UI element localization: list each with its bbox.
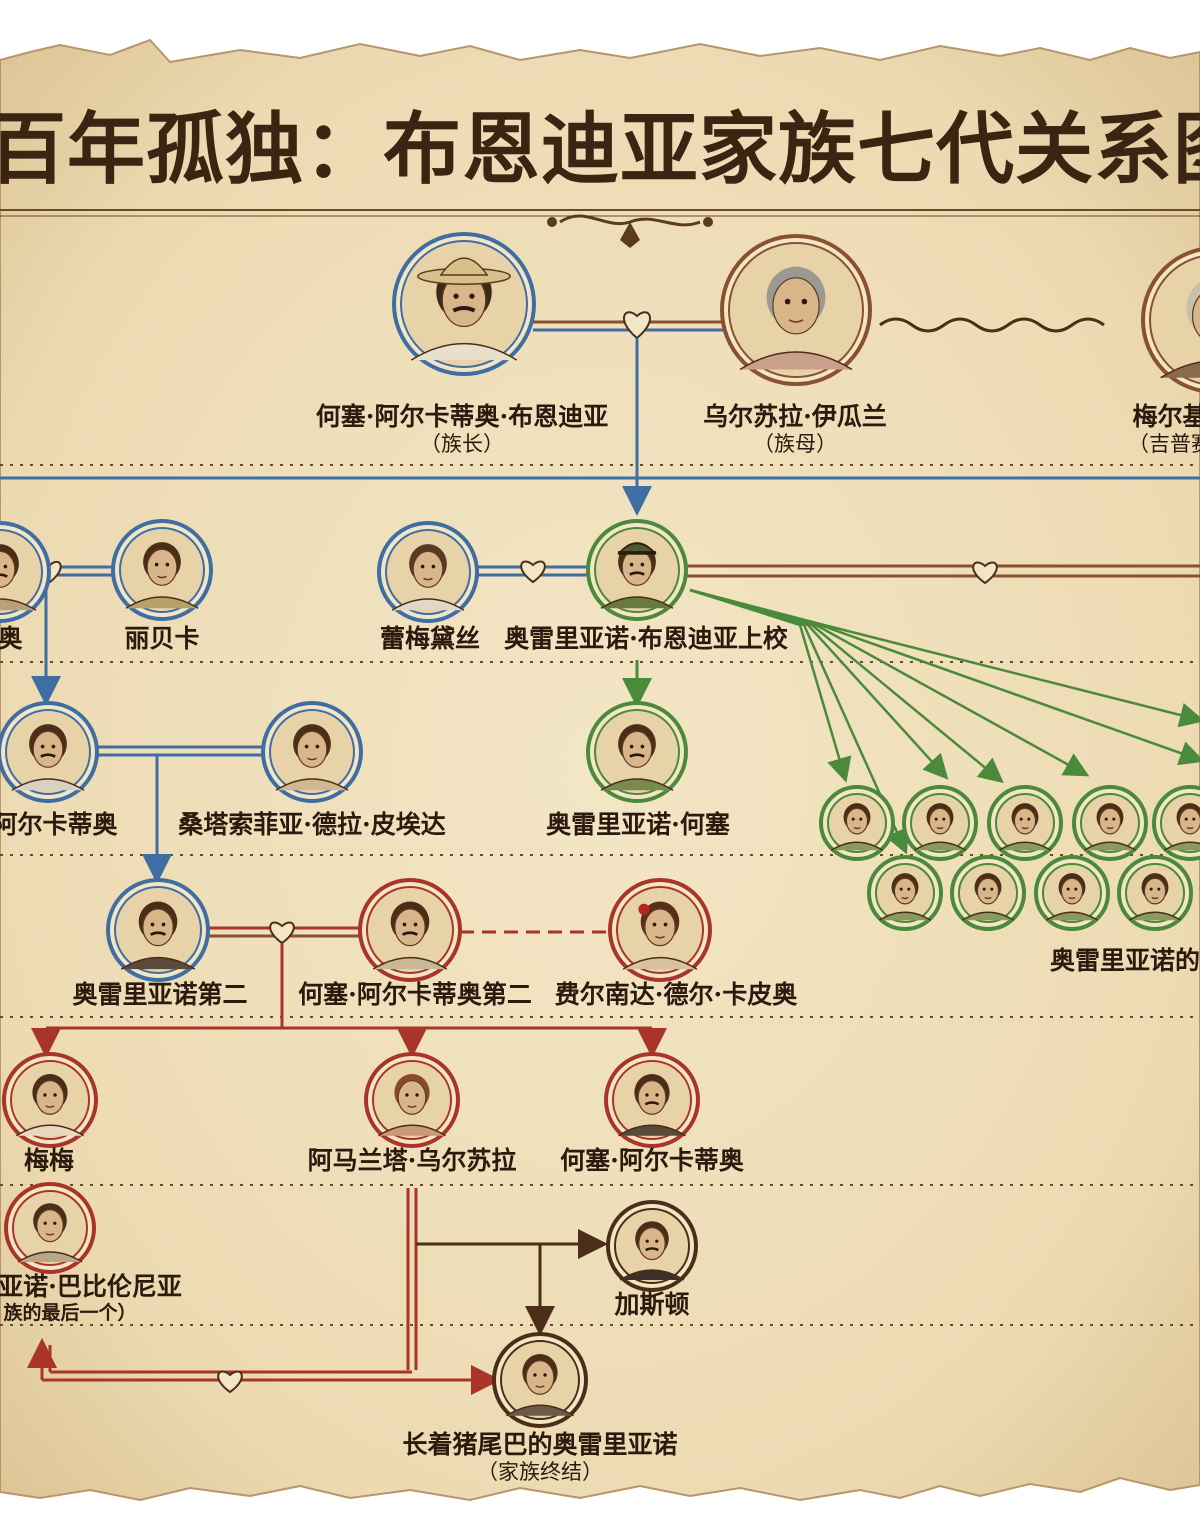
role-patriarch: （族长）: [420, 432, 504, 456]
affair-wave-line: [879, 317, 1105, 333]
label-aureliano-segundo: 奥雷里亚诺第二: [72, 980, 248, 1009]
label-jose-arcadio-ii: 何塞·阿尔卡蒂奥: [560, 1146, 744, 1175]
portrait-aureliano-segundo: [106, 878, 210, 982]
marriage-line-aureliano-right: [685, 561, 1200, 585]
label-jose-arcadio-buendia: 何塞·阿尔卡蒂奥·布恩迪亚: [315, 402, 609, 431]
label-arcadio: 阿尔卡蒂奥: [0, 810, 118, 839]
union-line-arcadio-santa-sofia: [95, 745, 265, 884]
marriage-line-aureliano-segundo-fernanda: [31, 921, 667, 1058]
role-gypsy: （吉普赛: [1128, 432, 1200, 456]
label-jose-arcadio: 奥: [0, 624, 23, 653]
portrait-rebeca: [111, 519, 213, 621]
label-aureliano-jose: 奥雷里亚诺·何塞: [546, 810, 730, 839]
label-santa-sofia: 桑塔索菲亚·德拉·皮埃达: [178, 810, 446, 839]
role-family-end: （家族终结）: [477, 1460, 603, 1484]
portrait-aureliano-babilonia: [4, 1182, 96, 1274]
label-colonel-aureliano: 奥雷里亚诺·布恩迪亚上校: [504, 624, 788, 653]
label-gaston: 加斯顿: [614, 1290, 690, 1319]
label-remedios: 蕾梅黛丝: [379, 624, 481, 653]
descent-lines-seventeen-sons: [689, 588, 1200, 855]
label-fernanda: 费尔南达·德尔·卡皮奥: [554, 980, 798, 1009]
marriage-line-aureliano-remedios: [475, 560, 590, 584]
portrait-seventeen-son-9: [1117, 855, 1193, 931]
label-meme: 梅梅: [23, 1146, 75, 1175]
portrait-arcadio: [0, 701, 99, 803]
portrait-seventeen-son-6: [867, 855, 943, 931]
label-ursula-iguaran: 乌尔苏拉·伊瓜兰: [703, 402, 887, 431]
portrait-aureliano-jose: [586, 701, 688, 803]
portrait-seventeen-son-1: [819, 785, 895, 861]
portrait-jose-arcadio-buendia: [392, 232, 536, 376]
page-title: 百年孤独：布恩迪亚家族七代关系图: [0, 104, 1200, 195]
portrait-gaston: [606, 1200, 698, 1292]
portrait-seventeen-son-7: [950, 855, 1026, 931]
label-jose-arcadio-segundo: 何塞·阿尔卡蒂奥第二: [298, 980, 532, 1009]
role-matriarch: （族母）: [753, 432, 837, 456]
label-rebeca: 丽贝卡: [124, 624, 200, 653]
label-seventeen-aurelianos: 奥雷里亚诺的: [1049, 946, 1200, 975]
portrait-santa-sofia: [261, 701, 363, 803]
portrait-seventeen-son-4: [1072, 785, 1148, 861]
portrait-seventeen-son-3: [987, 785, 1063, 861]
portrait-remedios: [377, 521, 479, 623]
portrait-meme: [2, 1052, 98, 1148]
portrait-jose-arcadio: [0, 521, 51, 623]
portrait-seventeen-son-5: [1152, 785, 1200, 861]
title-ornament: [0, 209, 1200, 248]
marriage-line-founders: [533, 311, 725, 340]
portrait-seventeen-son-8: [1034, 855, 1110, 931]
generation-separators: [0, 464, 1200, 1326]
portrait-jose-arcadio-ii: [604, 1052, 700, 1148]
portrait-colonel-aureliano: [586, 519, 688, 621]
descent-lines-gen1: [0, 338, 1200, 516]
label-pig-tail-aureliano: 长着猪尾巴的奥雷里亚诺: [402, 1430, 678, 1459]
portrait-pig-tail-aureliano: [492, 1332, 588, 1428]
label-amaranta-ursula: 阿马兰塔·乌尔苏拉: [307, 1146, 517, 1175]
portrait-amaranta-ursula: [364, 1052, 460, 1148]
role-last-of-family: 族的最后一个）: [3, 1302, 137, 1324]
descent-lines-gen6: [27, 1188, 608, 1395]
portrait-melquiades: [1141, 247, 1200, 393]
portrait-fernanda: [608, 878, 712, 982]
portrait-jose-arcadio-segundo: [358, 878, 462, 982]
label-melquiades: 梅尔基: [1132, 402, 1200, 431]
label-aureliano-babilonia: 亚诺·巴比伦尼亚: [0, 1272, 182, 1301]
portrait-ursula-iguaran: [720, 234, 872, 386]
portrait-seventeen-son-2: [902, 785, 978, 861]
descent-line-son-7: [689, 588, 1200, 728]
